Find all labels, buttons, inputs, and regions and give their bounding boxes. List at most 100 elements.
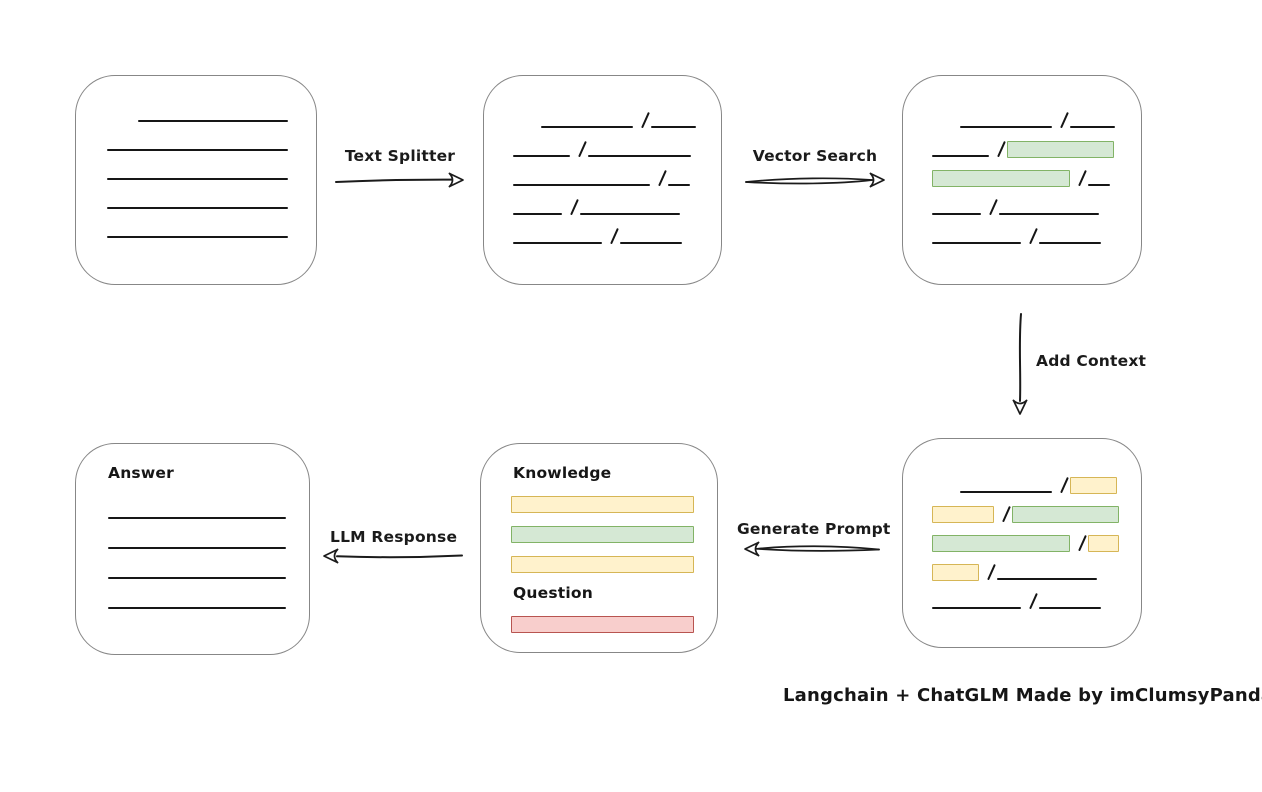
text-row bbox=[484, 215, 721, 245]
text-row bbox=[903, 522, 1141, 552]
text-line bbox=[108, 607, 286, 609]
text-row bbox=[76, 489, 309, 519]
text-line bbox=[1088, 184, 1111, 186]
document-text-lines bbox=[76, 93, 316, 238]
text-row bbox=[903, 99, 1141, 129]
prompt-box: Knowledge Question bbox=[480, 443, 718, 653]
answer-label: Answer bbox=[108, 464, 174, 482]
question-label: Question bbox=[513, 584, 593, 602]
knowledge-label: Knowledge bbox=[513, 464, 612, 482]
text-line bbox=[541, 126, 633, 128]
slash-separator bbox=[1029, 227, 1039, 245]
llm-response-arrow bbox=[323, 548, 463, 564]
add-context-label: Add Context bbox=[1036, 352, 1147, 370]
text-line bbox=[108, 517, 286, 519]
slash-separator bbox=[1060, 476, 1070, 494]
context-added-lines bbox=[903, 464, 1141, 610]
text-row bbox=[76, 122, 316, 151]
text-row bbox=[903, 551, 1141, 581]
highlight-chip-yellow bbox=[932, 564, 979, 581]
slash-separator bbox=[578, 140, 588, 158]
question-bars bbox=[511, 616, 694, 633]
answer-box: Answer bbox=[75, 443, 310, 655]
generate-prompt-label: Generate Prompt bbox=[737, 520, 891, 538]
text-line bbox=[513, 155, 570, 157]
yellow-bar bbox=[511, 556, 694, 573]
generate-prompt-arrow bbox=[744, 541, 880, 557]
slash-separator bbox=[610, 227, 620, 245]
text-row bbox=[903, 157, 1141, 187]
text-row bbox=[484, 99, 721, 129]
context-added-box bbox=[902, 438, 1142, 648]
slash-separator bbox=[1078, 534, 1088, 552]
highlight-chip-yellow bbox=[1070, 477, 1118, 494]
split-text-box bbox=[483, 75, 722, 285]
text-row bbox=[903, 186, 1141, 216]
red-bar bbox=[511, 616, 694, 633]
split-text-lines bbox=[484, 99, 721, 245]
answer-text-lines bbox=[76, 489, 309, 609]
text-row bbox=[903, 493, 1141, 523]
text-line bbox=[668, 184, 691, 186]
text-row bbox=[484, 186, 721, 216]
text-line bbox=[108, 577, 286, 579]
green-bar bbox=[511, 526, 694, 543]
text-line bbox=[1070, 126, 1116, 128]
text-row bbox=[903, 464, 1141, 494]
vector-search-result-box bbox=[902, 75, 1142, 285]
highlight-chip-green bbox=[1012, 506, 1120, 523]
text-row bbox=[76, 93, 316, 122]
text-row bbox=[484, 128, 721, 158]
knowledge-bars bbox=[511, 496, 694, 573]
text-line bbox=[1039, 607, 1102, 609]
text-line bbox=[513, 184, 650, 186]
highlight-chip-green bbox=[932, 535, 1070, 552]
add-context-arrow bbox=[1012, 313, 1028, 415]
text-line bbox=[932, 607, 1021, 609]
text-line bbox=[620, 242, 683, 244]
text-line bbox=[107, 178, 288, 180]
text-line bbox=[932, 242, 1021, 244]
text-line bbox=[651, 126, 697, 128]
text-splitter-label: Text Splitter bbox=[344, 147, 456, 165]
text-line bbox=[107, 236, 288, 238]
slash-separator bbox=[997, 140, 1007, 158]
text-line bbox=[932, 213, 981, 215]
text-line bbox=[107, 149, 288, 151]
highlight-chip-yellow bbox=[1088, 535, 1120, 552]
slash-separator bbox=[1078, 169, 1088, 187]
text-row bbox=[76, 180, 316, 209]
text-row bbox=[484, 157, 721, 187]
slash-separator bbox=[570, 198, 580, 216]
slash-separator bbox=[1060, 111, 1070, 129]
text-line bbox=[960, 491, 1052, 493]
text-line bbox=[107, 207, 288, 209]
text-row bbox=[903, 128, 1141, 158]
vector-search-arrow bbox=[745, 172, 885, 188]
text-row bbox=[903, 215, 1141, 245]
slash-separator bbox=[987, 563, 997, 581]
text-line bbox=[108, 547, 286, 549]
text-row bbox=[76, 209, 316, 238]
slash-separator bbox=[658, 169, 668, 187]
text-line bbox=[1039, 242, 1102, 244]
text-line bbox=[580, 213, 681, 215]
llm-response-label: LLM Response bbox=[330, 528, 458, 546]
slash-separator bbox=[641, 111, 651, 129]
text-splitter-arrow bbox=[335, 172, 464, 188]
slash-separator bbox=[1002, 505, 1012, 523]
highlight-chip-green bbox=[932, 170, 1070, 187]
text-line bbox=[960, 126, 1052, 128]
text-row bbox=[76, 579, 309, 609]
text-row bbox=[76, 549, 309, 579]
text-row bbox=[903, 580, 1141, 610]
yellow-bar bbox=[511, 496, 694, 513]
highlight-chip-yellow bbox=[932, 506, 994, 523]
slash-separator bbox=[989, 198, 999, 216]
credit-caption: Langchain + ChatGLM Made by imClumsyPand… bbox=[783, 685, 1262, 706]
text-line bbox=[997, 578, 1098, 580]
text-line bbox=[932, 155, 989, 157]
source-document-box bbox=[75, 75, 317, 285]
vector-matched-lines bbox=[903, 99, 1141, 245]
